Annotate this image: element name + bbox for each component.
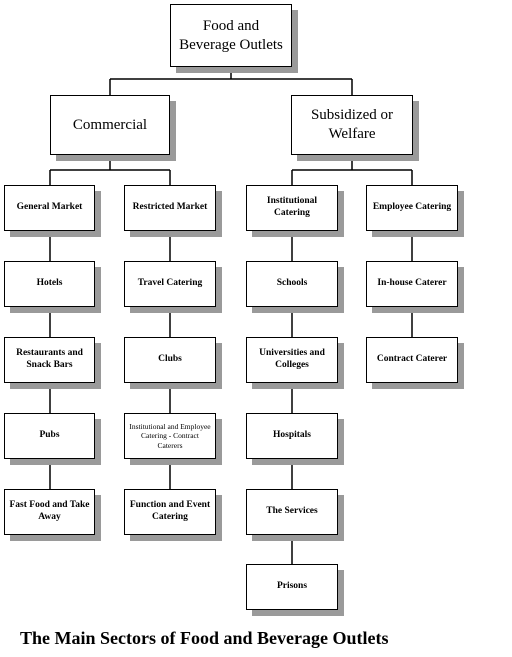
sector-subsidized: Subsidized or Welfare <box>291 95 413 155</box>
node-hotels: Hotels <box>4 261 95 307</box>
node-restaurants-snack-bars: Restaurants and Snack Bars <box>4 337 95 383</box>
node-the-services: The Services <box>246 489 338 535</box>
category-institutional-catering: Institutional Catering <box>246 185 338 231</box>
node-in-house-caterer: In-house Caterer <box>366 261 458 307</box>
node-function-event-catering: Function and Event Catering <box>124 489 216 535</box>
node-contract-caterers: Institutional and Employee Catering - Co… <box>124 413 216 459</box>
node-contract-caterer: Contract Caterer <box>366 337 458 383</box>
category-restricted-market: Restricted Market <box>124 185 216 231</box>
node-hospitals: Hospitals <box>246 413 338 459</box>
sector-commercial: Commercial <box>50 95 170 155</box>
node-clubs: Clubs <box>124 337 216 383</box>
node-pubs: Pubs <box>4 413 95 459</box>
node-universities-colleges: Universities and Colleges <box>246 337 338 383</box>
node-fast-food: Fast Food and Take Away <box>4 489 95 535</box>
node-travel-catering: Travel Catering <box>124 261 216 307</box>
node-schools: Schools <box>246 261 338 307</box>
node-prisons: Prisons <box>246 564 338 610</box>
category-general-market: General Market <box>4 185 95 231</box>
root-node: Food and Beverage Outlets <box>170 4 292 67</box>
category-employee-catering: Employee Catering <box>366 185 458 231</box>
figure-caption: The Main Sectors of Food and Beverage Ou… <box>20 628 389 648</box>
